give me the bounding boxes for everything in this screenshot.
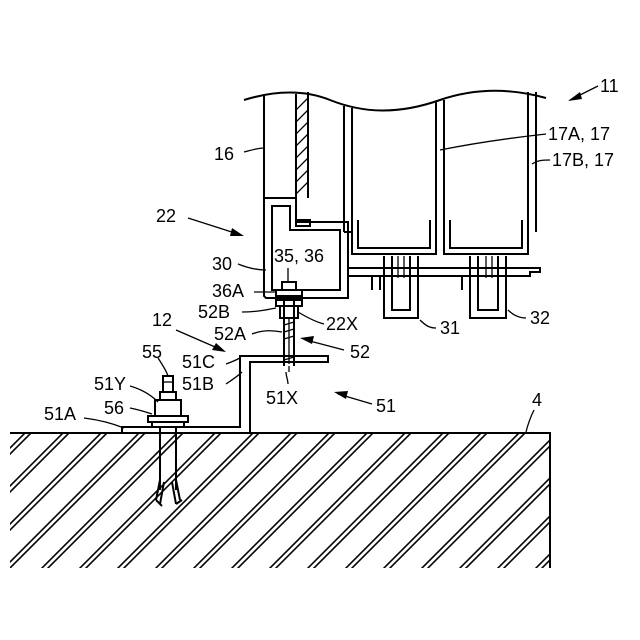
label-51y: 51Y xyxy=(94,374,126,394)
hatch-line xyxy=(0,430,148,580)
break-line xyxy=(244,91,546,111)
label-52b: 52B xyxy=(198,302,230,322)
channel-trays xyxy=(344,220,528,254)
label-51: 51 xyxy=(376,396,396,416)
label-55: 55 xyxy=(142,342,162,362)
hatch-line xyxy=(606,430,640,580)
hatch-line xyxy=(302,430,452,580)
wall-panel-hatch xyxy=(296,98,308,194)
hatch-line xyxy=(600,430,640,580)
hatch-line xyxy=(68,430,218,580)
label-16: 16 xyxy=(214,144,234,164)
label-51b: 51B xyxy=(182,374,214,394)
hatch-line xyxy=(112,430,262,580)
label-51c: 51C xyxy=(182,352,215,372)
label-17b: 17B, 17 xyxy=(552,150,614,170)
label-31: 31 xyxy=(440,318,460,338)
label-52a: 52A xyxy=(214,324,246,344)
label-12: 12 xyxy=(152,310,172,330)
floor-hatching xyxy=(0,430,640,580)
label-51a: 51A xyxy=(44,404,76,424)
hatch-line xyxy=(492,430,640,580)
label-17a: 17A, 17 xyxy=(548,124,610,144)
label-36a: 36A xyxy=(212,281,244,301)
hatch-line xyxy=(36,430,186,580)
hatch-line xyxy=(416,430,566,580)
pipe-31 xyxy=(384,256,418,318)
hatch-line xyxy=(340,430,490,580)
label-22x: 22X xyxy=(326,314,358,334)
label-35-36: 35, 36 xyxy=(274,246,324,266)
hatch-line xyxy=(182,430,332,580)
hatch-line xyxy=(296,430,446,580)
hatch-line xyxy=(150,430,300,580)
label-4: 4 xyxy=(532,390,542,410)
hatch-line xyxy=(30,430,180,580)
hatch-line xyxy=(486,430,636,580)
label-30: 30 xyxy=(212,254,232,274)
label-51x: 51X xyxy=(266,388,298,408)
floor-slab xyxy=(0,430,640,580)
hatch-line xyxy=(0,430,110,580)
label-11: 11 xyxy=(600,76,619,96)
hatch-line xyxy=(524,430,640,580)
hatch-line xyxy=(264,430,414,580)
hatch-line xyxy=(410,430,560,580)
lower-rails xyxy=(348,268,540,290)
hatch-line xyxy=(568,430,640,580)
hatch-line xyxy=(562,430,640,580)
hatch-line xyxy=(0,430,66,580)
hatch-line xyxy=(74,430,224,580)
hatch-line xyxy=(106,430,256,580)
hatch-line xyxy=(144,430,294,580)
label-32: 32 xyxy=(530,308,550,328)
hatch-line xyxy=(226,430,376,580)
hatch-line xyxy=(188,430,338,580)
hatch-line xyxy=(448,430,598,580)
hatch-line xyxy=(454,430,604,580)
reference-labels: 11 17A, 17 17B, 17 16 22 30 35, 36 36A 5… xyxy=(44,76,619,424)
label-52: 52 xyxy=(350,342,370,362)
pipe-32 xyxy=(470,256,506,318)
hatch-line xyxy=(220,430,370,580)
label-22: 22 xyxy=(156,206,176,226)
hatch-line xyxy=(378,430,528,580)
hatch-line xyxy=(334,430,484,580)
hatch-line xyxy=(258,430,408,580)
hatch-line xyxy=(372,430,522,580)
label-56: 56 xyxy=(104,398,124,418)
bolt-assembly xyxy=(276,282,302,372)
